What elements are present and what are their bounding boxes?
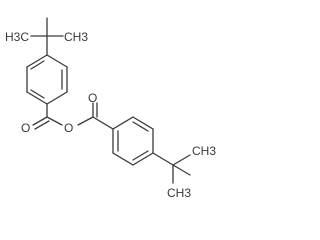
bond <box>26 54 48 68</box>
atom-label-ch3-right: CH3 <box>192 144 216 158</box>
benzene-ring-top <box>26 54 68 105</box>
bond <box>92 116 114 130</box>
atom-label-ch3-top: CH3 <box>64 30 88 44</box>
atom-label-oxygen-carbonyl-right: O <box>88 91 97 105</box>
tert-butyl-group-bottom <box>152 152 191 184</box>
atom-label-h3c: H3C <box>5 30 29 44</box>
carbonyl-right <box>77 102 114 130</box>
bond <box>132 116 154 130</box>
carbonyl-left <box>32 103 63 130</box>
bond <box>172 154 191 166</box>
bond <box>152 152 174 166</box>
bond <box>172 164 191 176</box>
bond <box>46 116 63 126</box>
double-bond-inner <box>30 60 45 70</box>
atom-label-oxygen-carbonyl-left: O <box>21 121 30 135</box>
bond <box>46 91 68 105</box>
atom-label-oxygen-ester: O <box>64 121 73 135</box>
benzene-ring-bottom <box>112 116 154 166</box>
chemical-structure: H3C CH3 O O O CH3 CH3 <box>5 17 216 200</box>
bond <box>46 54 68 68</box>
bond <box>112 116 134 130</box>
double-bond-inner <box>30 89 45 99</box>
double-bond <box>32 116 48 126</box>
atom-label-ch3-bottom: CH3 <box>167 186 191 200</box>
bond <box>132 152 154 166</box>
bond <box>112 152 134 166</box>
bond <box>26 91 48 105</box>
double-bond-inner <box>132 150 149 161</box>
double-bond-inner <box>132 121 149 132</box>
double-bond <box>34 120 50 130</box>
tert-butyl-group-top <box>30 17 64 56</box>
bond <box>77 116 94 126</box>
